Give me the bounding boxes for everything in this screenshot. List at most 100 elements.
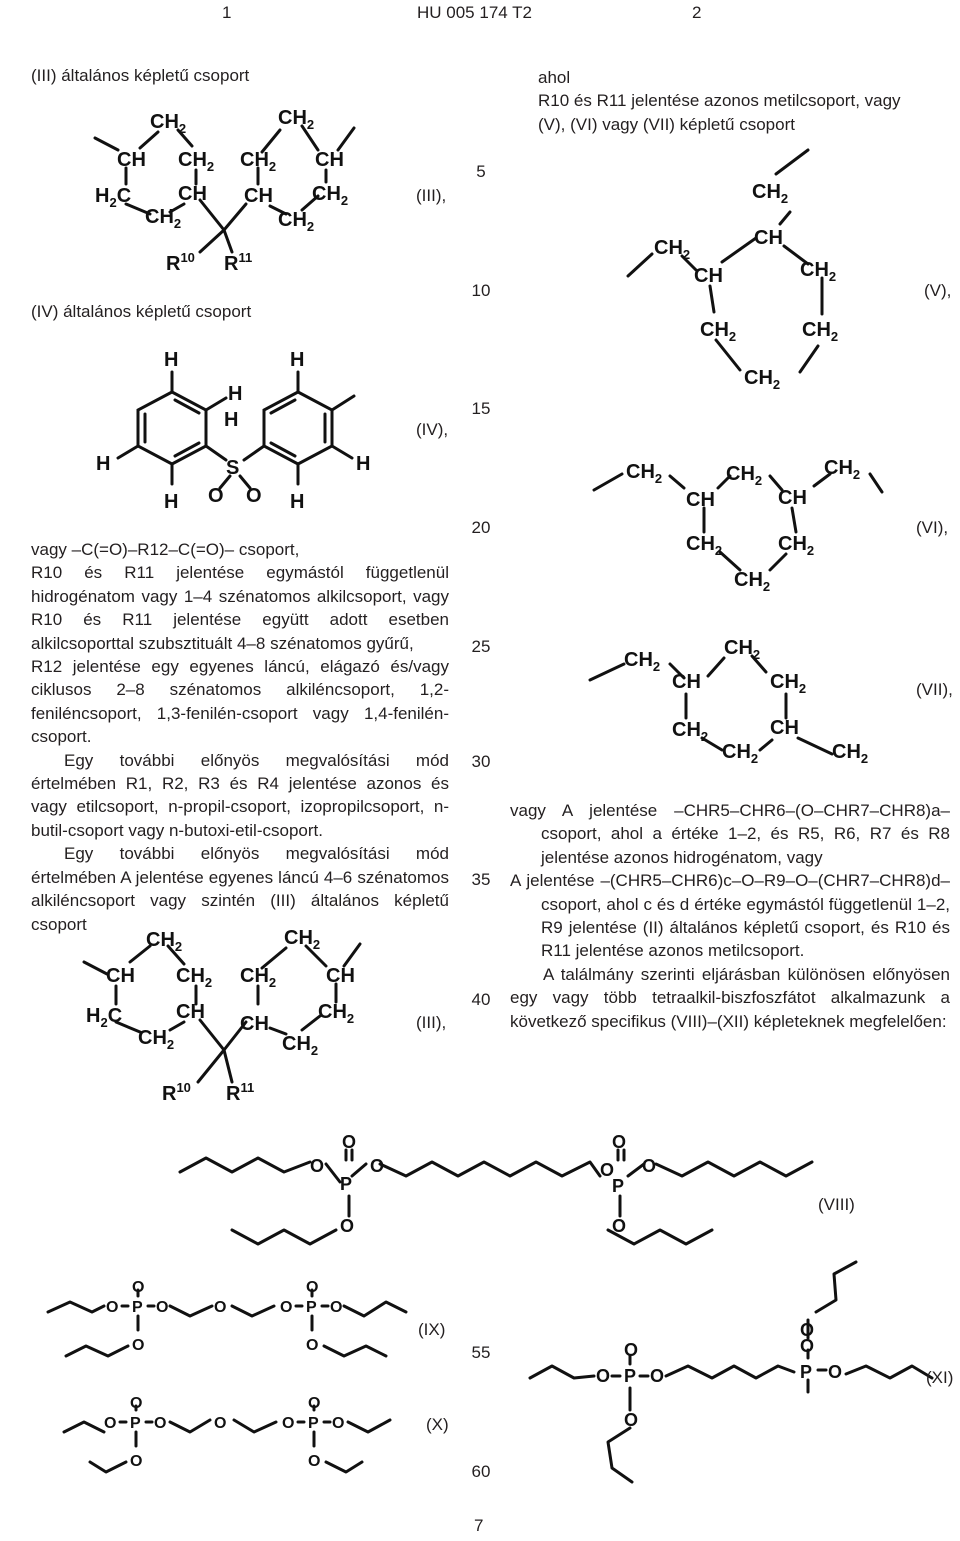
right-paragraph-3: A találmány szerinti eljárásban különöse… xyxy=(510,964,950,1031)
formula-v-bonds xyxy=(626,148,824,374)
svg-text:R10: R10 xyxy=(166,250,195,275)
svg-text:O: O xyxy=(154,1415,166,1432)
svg-text:CH2: CH2 xyxy=(176,965,212,990)
svg-text:H: H xyxy=(228,383,242,405)
formula-ix-atoms: O P O O O O P O O O O xyxy=(106,1279,342,1354)
formula-iv-label: (IV), xyxy=(416,420,449,439)
svg-text:O: O xyxy=(340,1216,354,1236)
svg-text:O: O xyxy=(130,1395,142,1412)
svg-text:CH2: CH2 xyxy=(284,927,320,952)
svg-text:CH2: CH2 xyxy=(672,719,708,744)
svg-text:H: H xyxy=(96,453,110,475)
svg-text:P: P xyxy=(340,1174,352,1194)
svg-text:R10: R10 xyxy=(162,1080,191,1105)
svg-text:H: H xyxy=(164,349,178,371)
line-number: 60 xyxy=(471,1462,491,1481)
svg-text:O: O xyxy=(330,1299,342,1316)
svg-text:O: O xyxy=(306,1279,318,1296)
svg-text:O: O xyxy=(132,1337,144,1354)
svg-text:O: O xyxy=(828,1362,842,1382)
svg-text:O: O xyxy=(156,1299,168,1316)
svg-text:O: O xyxy=(332,1415,344,1432)
formula-v-atoms: CH2 CH CH2 CH CH2 CH2 CH2 CH2 xyxy=(654,181,838,392)
line-number: 55 xyxy=(471,1343,491,1362)
svg-text:O: O xyxy=(104,1415,116,1432)
svg-text:CH2: CH2 xyxy=(138,1027,174,1052)
formula-ix-label: (IX) xyxy=(418,1320,446,1339)
svg-text:CH: CH xyxy=(117,149,146,171)
formula-iv-atoms: H H H H H H S O O H H xyxy=(96,349,370,513)
svg-text:CH2: CH2 xyxy=(734,569,770,594)
svg-text:O: O xyxy=(650,1366,664,1386)
left-text-block: vagy –C(=O)–R12–C(=O)– csoport, R10 és R… xyxy=(31,538,449,936)
line-number: 5 xyxy=(476,162,486,181)
left-paragraph-5: Egy további előnyös megvalósítási mód ér… xyxy=(31,844,449,934)
formula-xi-atoms: O P O O O P O O O xyxy=(596,1320,842,1430)
document-id: HU 005 174 T2 xyxy=(417,3,532,22)
right-text-block: vagy A jelentése –CHR5–CHR6–(O–CHR7–CHR8… xyxy=(510,799,950,1033)
svg-text:O: O xyxy=(282,1415,294,1432)
svg-text:CH: CH xyxy=(686,489,715,511)
svg-text:CH2: CH2 xyxy=(722,741,758,766)
svg-text:P: P xyxy=(132,1299,143,1316)
svg-text:P: P xyxy=(624,1366,636,1386)
svg-text:O: O xyxy=(612,1216,626,1236)
line-number: 20 xyxy=(471,518,491,537)
svg-text:P: P xyxy=(800,1362,812,1382)
formula-iii-heading: (III) általános képletű csoport xyxy=(31,66,250,85)
svg-text:CH: CH xyxy=(176,1001,205,1023)
svg-text:H: H xyxy=(164,491,178,513)
formula-iii-label: (III), xyxy=(416,186,447,205)
svg-text:CH2: CH2 xyxy=(802,319,838,344)
formula-iii-bonds xyxy=(93,124,356,254)
left-page-number: 1 xyxy=(222,3,232,22)
svg-text:O: O xyxy=(624,1340,638,1360)
formula-xi-bonds xyxy=(528,1260,934,1484)
formula-iii-atoms: CH2 CH CH2 H2C CH CH2 CH2 CH CH2 CH2 CH … xyxy=(95,107,348,275)
svg-text:O: O xyxy=(214,1299,226,1316)
formula-vii-bonds xyxy=(588,654,834,756)
svg-text:H: H xyxy=(356,453,370,475)
left-paragraph-2: R10 és R11 jelentése egymástól független… xyxy=(31,563,449,653)
svg-text:CH: CH xyxy=(770,717,799,739)
svg-text:O: O xyxy=(132,1279,144,1296)
line-number: 40 xyxy=(471,990,491,1009)
svg-text:O: O xyxy=(280,1299,292,1316)
formula-x-label: (X) xyxy=(426,1415,449,1434)
svg-text:O: O xyxy=(612,1132,626,1152)
left-paragraph-4: Egy további előnyös megvalósítási mód ér… xyxy=(31,750,449,840)
svg-text:O: O xyxy=(310,1156,324,1176)
svg-text:CH2: CH2 xyxy=(145,206,181,231)
formula-v-label: (V), xyxy=(924,281,952,300)
svg-text:O: O xyxy=(642,1156,656,1176)
svg-text:CH2: CH2 xyxy=(282,1033,318,1058)
line-number: 35 xyxy=(471,870,491,889)
svg-text:CH2: CH2 xyxy=(240,965,276,990)
line-number: 15 xyxy=(471,399,491,418)
svg-text:H: H xyxy=(290,491,304,513)
formula-viii-bonds xyxy=(178,1148,814,1246)
svg-text:CH2: CH2 xyxy=(654,237,690,262)
svg-text:CH: CH xyxy=(315,149,344,171)
svg-text:CH2: CH2 xyxy=(744,367,780,392)
svg-text:CH2: CH2 xyxy=(832,741,868,766)
svg-text:O: O xyxy=(306,1337,318,1354)
right-intro-1: ahol xyxy=(538,68,571,87)
svg-text:O: O xyxy=(624,1410,638,1430)
svg-text:O: O xyxy=(596,1366,610,1386)
left-paragraph-3: R12 jelentése egy egyenes láncú, elágazó… xyxy=(31,657,449,747)
right-intro-2: R10 és R11 jelentése azonos metilcsoport… xyxy=(538,91,901,111)
formula-iv-bonds xyxy=(116,370,356,490)
svg-text:CH: CH xyxy=(326,965,355,987)
right-intro: ahol R10 és R11 jelentése azonos metilcs… xyxy=(538,66,938,136)
formula-viii-atoms: O P O O O O P O O O xyxy=(310,1132,656,1236)
svg-text:O: O xyxy=(370,1156,384,1176)
svg-text:CH2: CH2 xyxy=(278,209,314,234)
